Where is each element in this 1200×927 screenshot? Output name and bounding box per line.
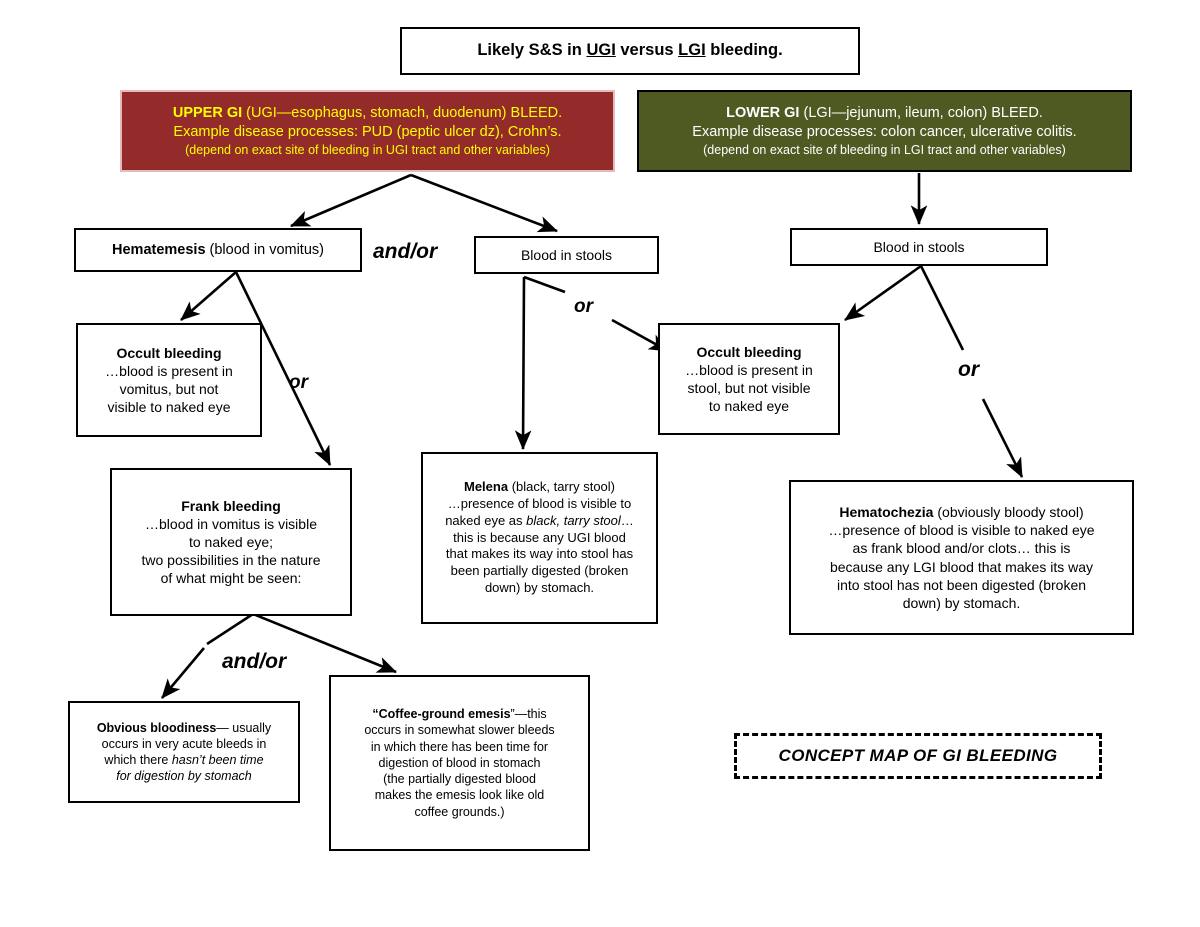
hematochezia-term: Hematochezia bbox=[839, 503, 934, 520]
connector-label-or-left: or bbox=[289, 372, 308, 393]
page-title: Likely S&S in UGI versus LGI bleeding. bbox=[400, 27, 860, 75]
frank-bleeding-line4: two possibilities in the nature bbox=[141, 552, 321, 569]
hematochezia-line3: as frank blood and/or clots… this is bbox=[852, 540, 1071, 557]
frank-bleeding-line3: to naked eye; bbox=[188, 533, 274, 550]
hematochezia-line4: because any LGI blood that makes its way bbox=[829, 558, 1094, 575]
melena-line3-post: … bbox=[620, 512, 634, 528]
hematochezia-line5: into stool has not been digested (broken bbox=[836, 576, 1087, 593]
occult-ugi-line2: …blood is present in bbox=[105, 362, 233, 379]
coffee-ground-line6: makes the emesis look like old bbox=[374, 788, 545, 803]
obvious-bloodiness-line3-emphasis: hasn’t been time bbox=[171, 753, 264, 767]
occult-ugi-term: Occult bleeding bbox=[116, 344, 222, 361]
arrow-blood-in-stools-to-melena bbox=[514, 276, 532, 451]
obvious-bloodiness-box: Obvious bloodiness— usually occurs in ve… bbox=[68, 701, 300, 803]
arrow-blood-in-stools-to-occult-lgi bbox=[523, 275, 669, 353]
arrow-hematemesis-to-occult-ugi bbox=[180, 271, 237, 321]
title-ugi: UGI bbox=[586, 41, 616, 60]
upper-gi-header-box: UPPER GI (UGI—esophagus, stomach, duoden… bbox=[120, 90, 615, 172]
melena-term: Melena bbox=[464, 478, 509, 494]
occult-lgi-line4: to naked eye bbox=[708, 398, 790, 415]
hematochezia-line6: down) by stomach. bbox=[902, 594, 1021, 611]
lower-gi-title-rest: (LGI—jejunum, ileum, colon) BLEED. bbox=[799, 105, 1043, 122]
frank-bleeding-term: Frank bleeding bbox=[181, 497, 281, 514]
lower-gi-note: (depend on exact site of bleeding in LGI… bbox=[703, 142, 1066, 157]
frank-bleeding-line2: …blood in vomitus is visible bbox=[145, 515, 317, 532]
coffee-ground-line2: occurs in somewhat slower bleeds bbox=[364, 723, 555, 738]
occult-bleeding-lgi-box: Occult bleeding …blood is present in sto… bbox=[658, 323, 840, 435]
occult-lgi-term: Occult bleeding bbox=[696, 343, 802, 360]
connector-label-andor-bottom: and/or bbox=[222, 650, 287, 673]
arrow-blood-in-stools-lgi-to-occult-lgi bbox=[844, 264, 922, 322]
coffee-ground-emesis-box: “Coffee-ground emesis”—this occurs in so… bbox=[329, 675, 590, 851]
concept-map-caption-box: CONCEPT MAP OF GI BLEEDING bbox=[734, 733, 1102, 779]
upper-gi-note: (depend on exact site of bleeding in UGI… bbox=[185, 142, 550, 157]
melena-line7: down) by stomach. bbox=[484, 580, 595, 596]
occult-lgi-line3: stool, but not visible bbox=[687, 380, 811, 396]
arrow-upper-gi-to-hematemesis bbox=[290, 173, 412, 228]
melena-line2: …presence of blood is visible to bbox=[447, 495, 632, 511]
hematochezia-line2: …presence of blood is visible to naked e… bbox=[828, 522, 1095, 539]
blood-in-stools-ugi-label: Blood in stools bbox=[520, 246, 613, 263]
coffee-ground-line3: in which there has been time for bbox=[370, 739, 549, 754]
melena-line3-emphasis: black, tarry stool bbox=[526, 512, 621, 528]
melena-definition: (black, tarry stool) bbox=[508, 478, 615, 494]
lower-gi-examples: Example disease processes: colon cancer,… bbox=[692, 123, 1077, 140]
occult-bleeding-ugi-box: Occult bleeding …blood is present in vom… bbox=[76, 323, 262, 437]
hematochezia-box: Hematochezia (obviously bloody stool) …p… bbox=[789, 480, 1134, 635]
melena-line4: this is because any UGI blood bbox=[453, 529, 626, 545]
obvious-bloodiness-term: Obvious bloodiness bbox=[96, 720, 217, 735]
melena-line6: been partially digested (broken bbox=[450, 563, 629, 579]
obvious-bloodiness-line3-pre: which there bbox=[104, 753, 172, 767]
connector-label-or-mid: or bbox=[574, 296, 593, 317]
connector-label-andor-top: and/or bbox=[373, 240, 438, 263]
title-lgi: LGI bbox=[678, 41, 706, 60]
upper-gi-examples: Example disease processes: PUD (peptic u… bbox=[173, 123, 562, 140]
coffee-ground-line5: (the partially digested blood bbox=[383, 772, 536, 787]
obvious-bloodiness-line4: for digestion by stomach bbox=[116, 769, 252, 784]
arrow-upper-gi-to-blood-in-stools bbox=[410, 173, 558, 233]
coffee-ground-line7: coffee grounds.) bbox=[414, 804, 505, 819]
hematemesis-term: Hematemesis bbox=[112, 241, 206, 258]
occult-ugi-line4: visible to naked eye bbox=[107, 399, 231, 416]
title-post: bleeding. bbox=[705, 41, 783, 60]
coffee-ground-term: Coffee-ground emesis bbox=[378, 707, 511, 722]
hematemesis-definition: (blood in vomitus) bbox=[205, 241, 324, 258]
occult-lgi-line2: …blood is present in bbox=[685, 361, 813, 378]
occult-ugi-line3: vomitus, but not bbox=[119, 381, 219, 397]
title-mid: versus bbox=[615, 41, 679, 60]
coffee-ground-line1-rest: ”—this bbox=[510, 707, 547, 722]
frank-bleeding-line5: of what might be seen: bbox=[160, 570, 302, 587]
obvious-bloodiness-line1-rest: — usually bbox=[216, 720, 272, 735]
coffee-ground-quote-open: “ bbox=[372, 707, 379, 722]
melena-box: Melena (black, tarry stool) …presence of… bbox=[421, 452, 658, 624]
coffee-ground-line4: digestion of blood in stomach bbox=[378, 755, 541, 770]
connector-label-or-right: or bbox=[958, 358, 979, 381]
melena-line3-pre: naked eye as bbox=[445, 512, 527, 528]
blood-in-stools-ugi-box: Blood in stools bbox=[474, 236, 659, 274]
upper-gi-title-rest: (UGI—esophagus, stomach, duodenum) BLEED… bbox=[242, 105, 563, 122]
melena-line5: that makes its way into stool has bbox=[445, 546, 634, 562]
hematochezia-definition: (obviously bloody stool) bbox=[933, 503, 1084, 520]
lower-gi-header-box: LOWER GI (LGI—jejunum, ileum, colon) BLE… bbox=[637, 90, 1132, 172]
obvious-bloodiness-line2: occurs in very acute bleeds in bbox=[101, 736, 267, 751]
lower-gi-title: LOWER GI bbox=[726, 105, 800, 122]
title-pre: Likely S&S in bbox=[477, 41, 587, 60]
concept-map-label: CONCEPT MAP OF GI BLEEDING bbox=[778, 745, 1058, 765]
upper-gi-title: UPPER GI bbox=[172, 105, 243, 122]
frank-bleeding-box: Frank bleeding …blood in vomitus is visi… bbox=[110, 468, 352, 616]
hematemesis-box: Hematemesis (blood in vomitus) bbox=[74, 228, 362, 272]
blood-in-stools-lgi-box: Blood in stools bbox=[790, 228, 1048, 266]
blood-in-stools-lgi-label: Blood in stools bbox=[873, 238, 965, 255]
